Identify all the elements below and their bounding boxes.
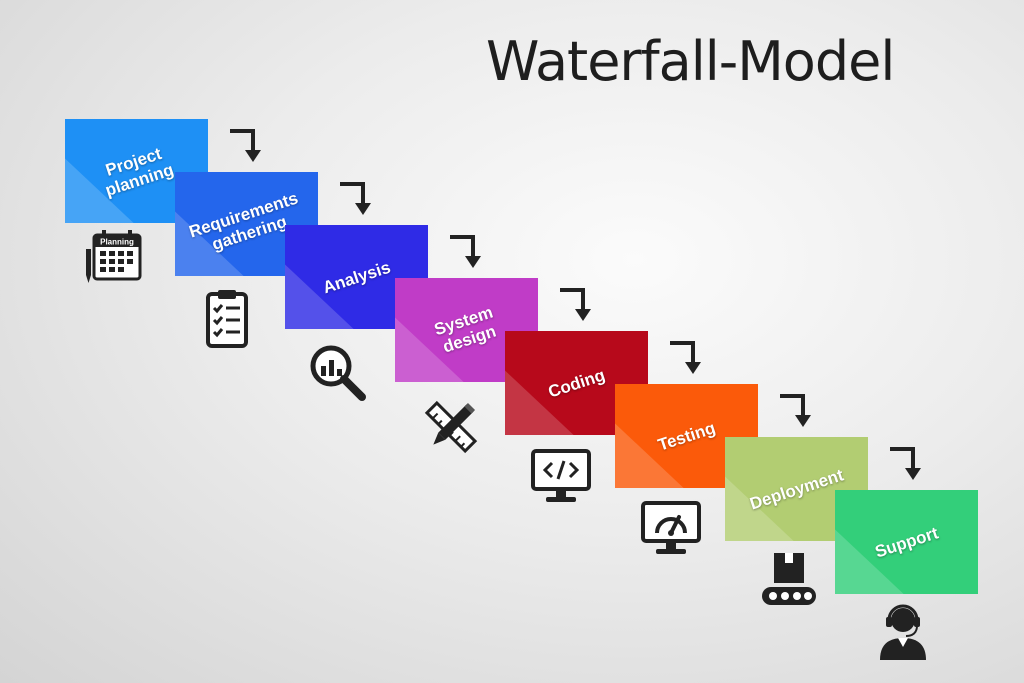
step-arrow-icon bbox=[340, 182, 371, 215]
page-title: Waterfall-Model bbox=[486, 30, 895, 93]
gauge-monitor-icon bbox=[641, 501, 701, 554]
calendar-caption: Planning bbox=[100, 238, 134, 247]
step-arrow-icon bbox=[780, 394, 811, 427]
checklist-clipboard-icon bbox=[206, 290, 248, 348]
pencil-ruler-icon bbox=[424, 400, 478, 454]
code-monitor-icon bbox=[531, 449, 591, 502]
step-arrow-icon bbox=[230, 129, 261, 162]
magnifier-chart-icon bbox=[310, 345, 366, 401]
step-arrow-icon bbox=[450, 235, 481, 268]
step-project-planning: Project planning bbox=[65, 119, 208, 223]
step-support: Support bbox=[835, 490, 978, 594]
step-label: Support bbox=[872, 522, 941, 562]
step-arrow-icon bbox=[670, 341, 701, 374]
step-arrow-icon bbox=[890, 447, 921, 480]
step-system-design: System design bbox=[395, 278, 538, 382]
support-headset-icon bbox=[880, 604, 926, 660]
step-arrow-icon bbox=[560, 288, 591, 321]
conveyor-box-icon bbox=[762, 553, 816, 605]
planning-calendar-icon: Planning bbox=[86, 230, 142, 283]
